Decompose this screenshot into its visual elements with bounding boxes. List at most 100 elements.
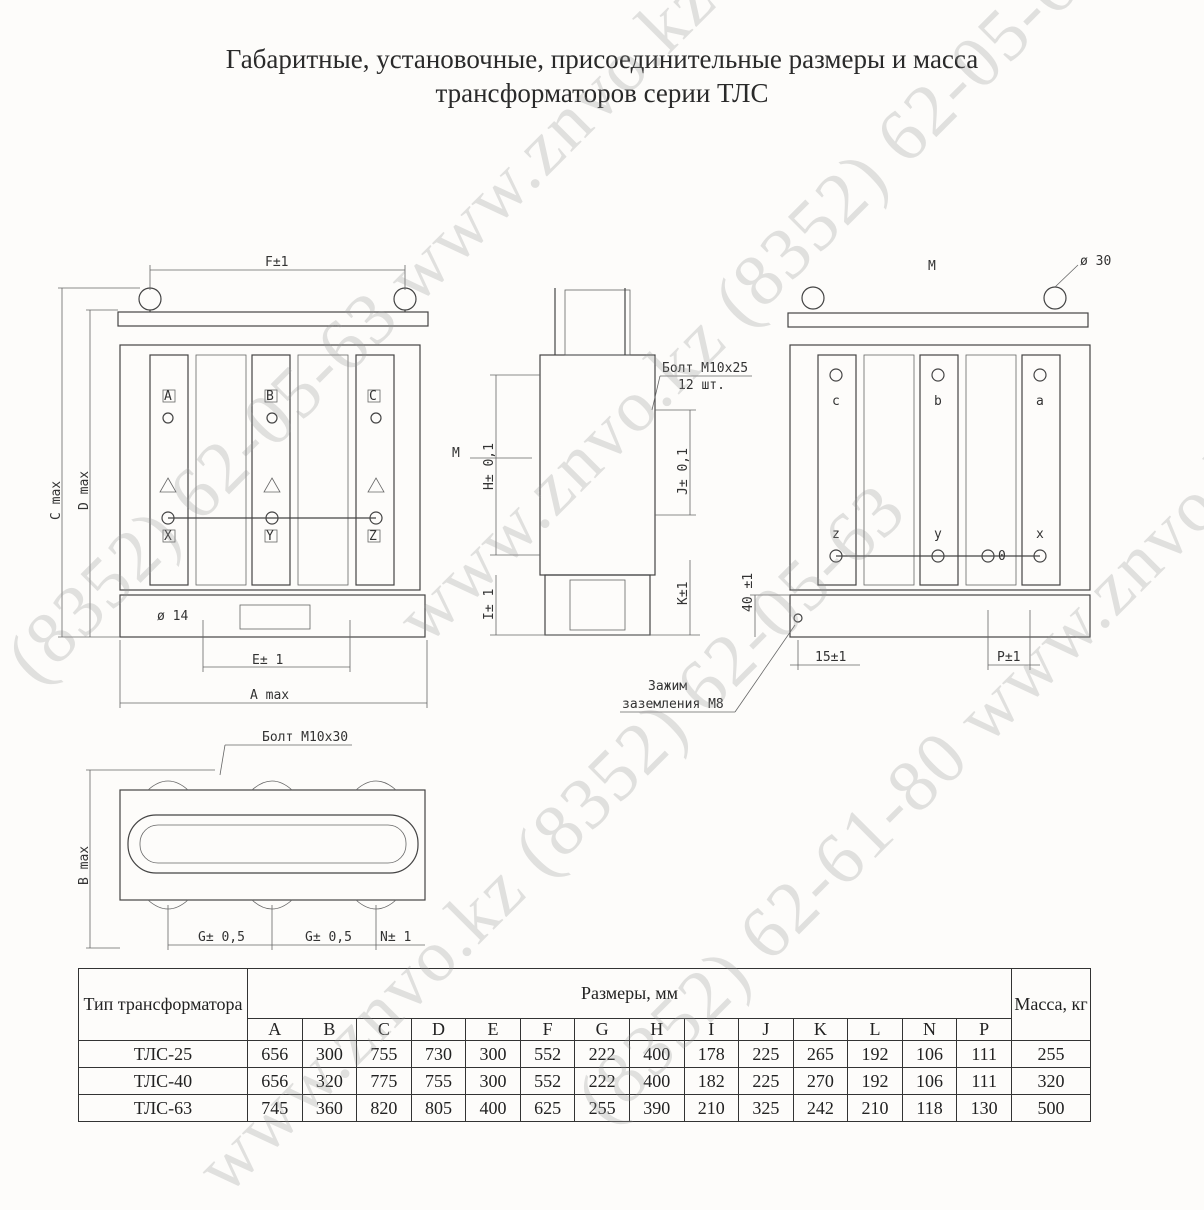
top-view xyxy=(86,744,426,950)
phase-a-label: A xyxy=(164,389,172,404)
value-cell: 210 xyxy=(683,1094,740,1122)
dim-b-label: B max xyxy=(77,846,92,885)
value-cell: 300 xyxy=(465,1067,521,1095)
bolt-m10x30-label: Болт M10x30 xyxy=(262,730,348,745)
value-cell: 390 xyxy=(628,1094,685,1122)
ground-label-1: Зажим xyxy=(648,679,687,694)
dim-g2-label: G± 0,5 xyxy=(305,930,352,945)
neutral-label: 0 xyxy=(998,549,1006,564)
title-line-2: трансформаторов серии ТЛС xyxy=(435,78,769,108)
column-p: P xyxy=(956,1018,1012,1041)
arrow-m-label: M xyxy=(452,446,460,461)
dim-i-label: I± 1 xyxy=(482,589,497,620)
column-n: N xyxy=(901,1018,958,1041)
dim-c-label: C max xyxy=(49,481,64,520)
dim-f-label: F±1 xyxy=(265,255,288,270)
value-cell: 552 xyxy=(519,1067,576,1095)
value-cell: 270 xyxy=(792,1067,849,1095)
column-a: A xyxy=(247,1018,303,1041)
type-cell: ТЛС-63 xyxy=(78,1094,248,1122)
technical-drawing: F±1 E± 1 A max ø 14 C max D max A B C X … xyxy=(49,254,1111,950)
value-cell: 656 xyxy=(247,1067,303,1095)
type-cell: ТЛС-40 xyxy=(78,1067,248,1095)
column-j: J xyxy=(738,1018,794,1041)
value-cell: 656 xyxy=(247,1040,303,1068)
value-cell: 178 xyxy=(683,1040,740,1068)
dim-d-label: D max xyxy=(77,471,92,510)
rear-view xyxy=(750,264,1091,670)
value-cell: 730 xyxy=(410,1040,467,1068)
phase-z-label: Z xyxy=(369,529,377,544)
value-cell: 222 xyxy=(574,1067,630,1095)
column-c: C xyxy=(356,1018,412,1041)
value-cell: 820 xyxy=(356,1094,412,1122)
column-h: H xyxy=(628,1018,685,1041)
value-cell: 106 xyxy=(901,1067,958,1095)
phase-la-label: a xyxy=(1036,394,1044,409)
phase-ly-label: y xyxy=(934,527,942,542)
value-cell: 111 xyxy=(956,1040,1012,1068)
value-cell: 242 xyxy=(792,1094,849,1122)
value-cell: 106 xyxy=(901,1040,958,1068)
dimensions-table: Тип трансформатора Размеры, мм Масса, кг… xyxy=(78,968,1091,1122)
header-type: Тип трансформатора xyxy=(78,968,248,1041)
value-cell: 210 xyxy=(847,1094,903,1122)
dim-g1-label: G± 0,5 xyxy=(198,930,245,945)
ground-label-2: заземления M8 xyxy=(622,697,724,712)
value-cell: 255 xyxy=(574,1094,630,1122)
value-cell: 552 xyxy=(519,1040,576,1068)
header-mass: Масса, кг xyxy=(1011,968,1091,1041)
phase-lz-label: z xyxy=(832,527,840,542)
value-cell: 300 xyxy=(465,1040,521,1068)
value-cell: 775 xyxy=(356,1067,412,1095)
value-cell: 118 xyxy=(901,1094,958,1122)
value-cell: 225 xyxy=(738,1040,794,1068)
title-line-1: Габаритные, установочные, присоединитель… xyxy=(225,44,979,74)
value-cell: 400 xyxy=(465,1094,521,1122)
dim-a-label: A max xyxy=(250,688,289,703)
value-cell: 111 xyxy=(956,1067,1012,1095)
value-cell: 745 xyxy=(247,1094,303,1122)
value-cell: 320 xyxy=(301,1067,358,1095)
dim-j-label: J± 0,1 xyxy=(676,448,691,495)
value-cell: 625 xyxy=(519,1094,576,1122)
phase-lb-label: b xyxy=(934,394,942,409)
phase-lc-label: c xyxy=(832,394,840,409)
value-cell: 400 xyxy=(628,1040,685,1068)
dim-k-label: K±1 xyxy=(676,582,691,605)
value-cell: 300 xyxy=(301,1040,358,1068)
value-cell: 755 xyxy=(410,1067,467,1095)
dim-n-label: N± 1 xyxy=(380,930,411,945)
value-cell: 192 xyxy=(847,1067,903,1095)
type-cell: ТЛС-25 xyxy=(78,1040,248,1068)
dim-40-label: 40 ±1 xyxy=(741,573,756,612)
value-cell: 805 xyxy=(410,1094,467,1122)
column-f: F xyxy=(519,1018,576,1041)
value-cell: 130 xyxy=(956,1094,1012,1122)
phase-lx-label: x xyxy=(1036,527,1044,542)
bolt-qty-label: 12 шт. xyxy=(678,378,725,393)
value-cell: 222 xyxy=(574,1040,630,1068)
column-e: E xyxy=(465,1018,521,1041)
column-b: B xyxy=(301,1018,358,1041)
dim-15-label: 15±1 xyxy=(815,650,846,665)
column-l: L xyxy=(847,1018,903,1041)
phase-y-label: Y xyxy=(266,529,274,544)
view-m-label: M xyxy=(928,259,936,274)
column-i: I xyxy=(683,1018,740,1041)
dim-e-label: E± 1 xyxy=(252,653,283,668)
value-cell: 325 xyxy=(738,1094,794,1122)
dim-p-label: P±1 xyxy=(997,650,1020,665)
value-cell: 192 xyxy=(847,1040,903,1068)
value-cell: 182 xyxy=(683,1067,740,1095)
mass-cell: 255 xyxy=(1011,1040,1091,1068)
phase-x-label: X xyxy=(164,529,172,544)
dim-h-label: H± 0,1 xyxy=(482,443,497,490)
column-d: D xyxy=(410,1018,467,1041)
phase-c-label: C xyxy=(369,389,377,404)
phase-b-label: B xyxy=(266,389,274,404)
header-dimensions: Размеры, мм xyxy=(247,968,1012,1019)
front-view xyxy=(58,265,429,708)
side-view xyxy=(470,288,796,713)
